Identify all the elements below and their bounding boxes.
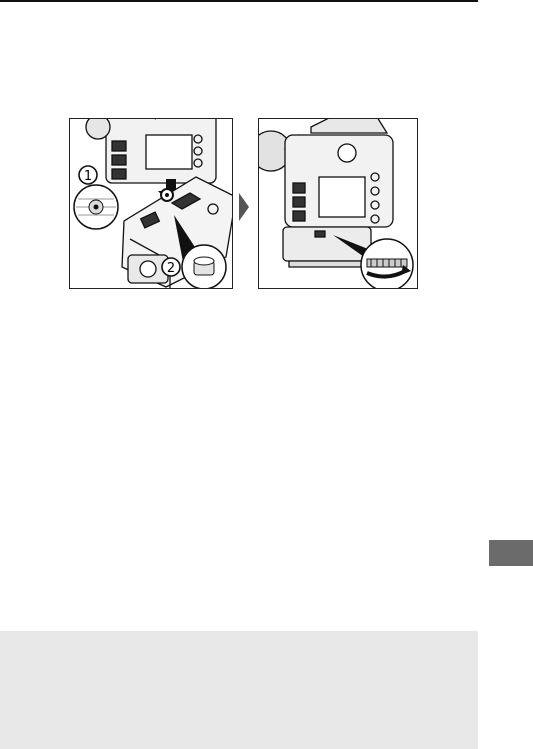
section-tab — [489, 540, 533, 566]
camera-base-illustration — [86, 119, 216, 183]
top-rule — [0, 0, 478, 2]
illustration-step-attach: 1 2 — [69, 118, 233, 289]
step-marker-1-label: 1 — [84, 169, 92, 184]
note-box — [0, 631, 478, 749]
illustration-step-lock — [258, 118, 418, 289]
step-marker-1: 1 — [79, 166, 97, 184]
base-detail-zoom — [74, 185, 118, 229]
attach-grip-illustration: 1 2 — [70, 119, 233, 289]
next-step-arrow-icon — [239, 193, 249, 221]
step-marker-2: 2 — [162, 258, 180, 276]
locking-wheel-icon — [361, 239, 413, 289]
step-marker-2-label: 2 — [167, 261, 175, 276]
lock-grip-illustration — [259, 119, 418, 289]
